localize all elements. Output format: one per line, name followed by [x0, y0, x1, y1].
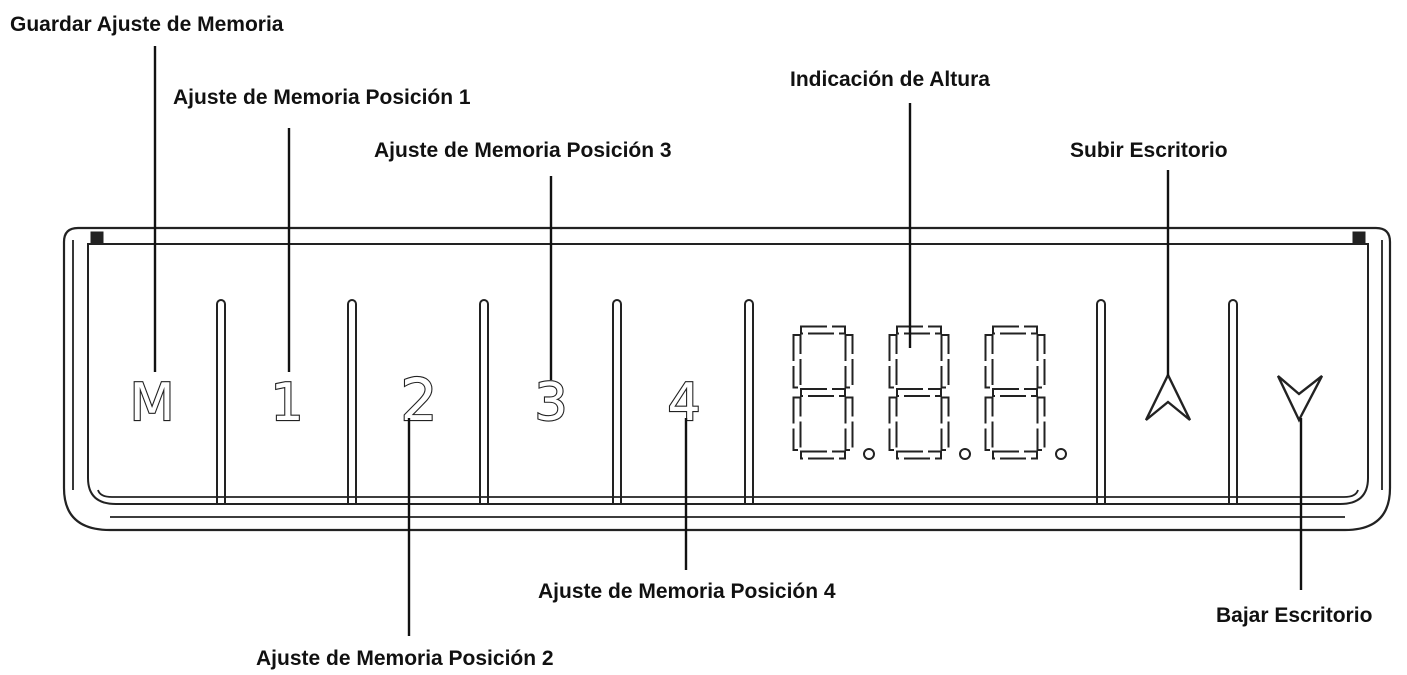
segment-top-right [940, 334, 950, 389]
button-separators [216, 299, 1238, 504]
memory-preset-3-button[interactable]: 3 [522, 355, 582, 434]
callout-memory-4: Ajuste de Memoria Posición 4 [538, 580, 836, 603]
separator [216, 299, 226, 504]
desk-up-button[interactable] [1135, 360, 1195, 430]
segment-bottom [800, 450, 846, 460]
separator [1096, 299, 1106, 504]
segment-top [896, 325, 942, 335]
segment-bottom-right [1036, 396, 1046, 451]
callout-desk-down: Bajar Escritorio [1216, 604, 1372, 627]
segment-bottom-left [984, 396, 994, 451]
memory-preset-3-label: 3 [534, 373, 567, 433]
memory-preset-1-label: 1 [270, 373, 303, 433]
separator [479, 299, 489, 504]
segment-top-right [1036, 334, 1046, 389]
segment-middle [896, 388, 942, 397]
memory-preset-1-button[interactable]: 1 [260, 355, 316, 434]
segment-bottom [896, 450, 942, 460]
memory-save-label: M [130, 373, 175, 433]
segment-top-right [844, 334, 854, 389]
decimal-point [959, 448, 971, 460]
segment-top-left [792, 334, 802, 389]
memory-preset-4-button[interactable]: 4 [654, 355, 714, 434]
segment-bottom-left [792, 396, 802, 451]
segment-bottom-left [888, 396, 898, 451]
panel-right-end-cap [1352, 231, 1366, 245]
segment-middle [800, 388, 846, 397]
separator [347, 299, 357, 504]
callout-memory-1: Ajuste de Memoria Posición 1 [173, 86, 471, 109]
memory-save-button[interactable]: M [120, 355, 180, 434]
callout-memory-3: Ajuste de Memoria Posición 3 [374, 139, 672, 162]
chevron-up-icon [1144, 372, 1192, 421]
panel-inner-outline [87, 243, 1369, 505]
separator [744, 299, 754, 504]
segment-top-left [984, 334, 994, 389]
decimal-point [863, 448, 875, 460]
height-display [792, 325, 1067, 460]
panel-outer-outline [62, 226, 1392, 532]
segment-top [992, 325, 1038, 335]
memory-preset-2-button[interactable]: 2 [390, 355, 450, 435]
panel-front-bevel [97, 489, 1359, 498]
segment-middle [992, 388, 1038, 397]
callout-height-display: Indicación de Altura [790, 68, 990, 91]
panel-left-end-cap [90, 231, 104, 245]
callout-memory-2: Ajuste de Memoria Posición 2 [256, 647, 554, 670]
leader-lines [153, 46, 1303, 636]
callout-desk-up: Subir Escritorio [1070, 139, 1228, 162]
segment-top [800, 325, 846, 335]
control-panel [62, 226, 1392, 532]
memory-preset-4-label: 4 [667, 373, 700, 433]
callout-labels: Guardar Ajuste de Memoria Ajuste de Memo… [10, 13, 1372, 670]
memory-preset-2-label: 2 [401, 366, 438, 434]
segment-top-left [888, 334, 898, 389]
desk-down-button[interactable] [1268, 360, 1328, 430]
segment-bottom [992, 450, 1038, 460]
chevron-down-icon [1276, 375, 1324, 423]
callout-save-memory: Guardar Ajuste de Memoria [10, 13, 284, 36]
segment-bottom-right [940, 396, 950, 451]
separator [612, 299, 622, 504]
decimal-point [1055, 448, 1067, 460]
separator [1228, 299, 1238, 504]
segment-bottom-right [844, 396, 854, 451]
